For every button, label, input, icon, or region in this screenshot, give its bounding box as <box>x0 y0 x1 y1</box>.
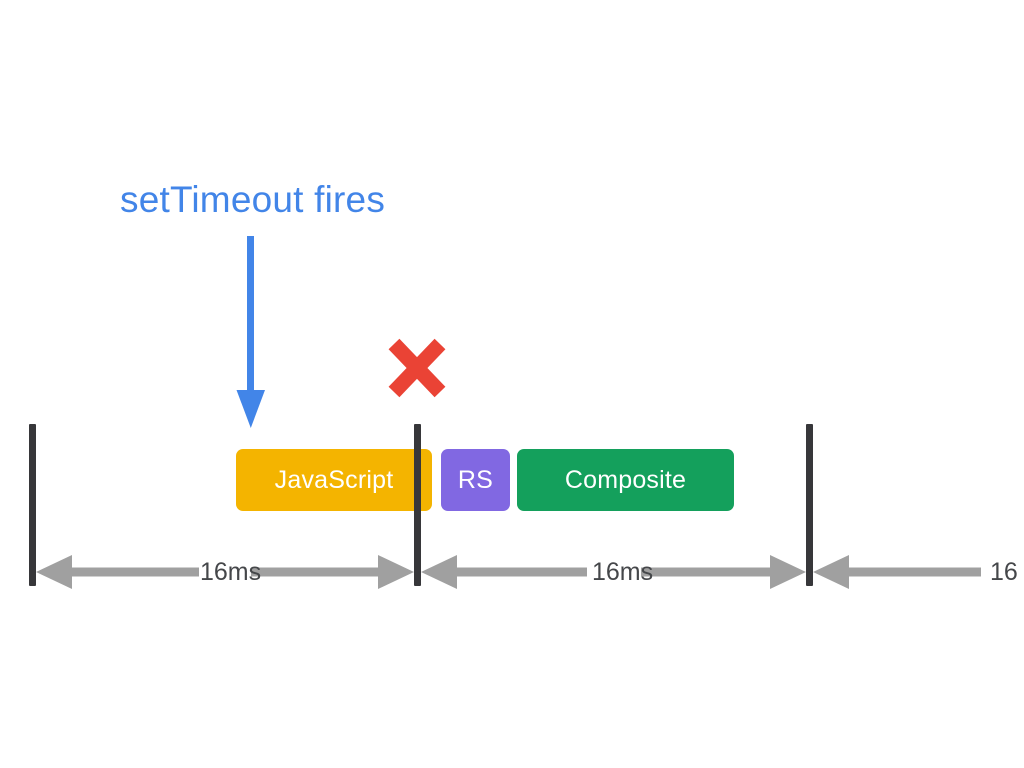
task-bar-composite: Composite <box>517 449 734 511</box>
task-bar-javascript: JavaScript <box>236 449 432 511</box>
down-arrow-icon <box>232 236 272 428</box>
red-x-icon <box>385 337 449 399</box>
annotation-label-settimeout: setTimeout fires <box>120 179 386 220</box>
duration-label-2: 16 <box>990 558 1018 586</box>
frame-boundary-tick-0 <box>29 424 36 586</box>
frame-boundary-tick-1 <box>414 424 421 586</box>
duration-label-1: 16ms <box>592 558 654 586</box>
duration-arrow-2 <box>813 552 1024 592</box>
task-bar-rs: RS <box>441 449 510 511</box>
duration-arrow-0 <box>36 552 414 592</box>
frame-boundary-tick-2 <box>806 424 813 586</box>
duration-label-0: 16ms <box>200 558 262 586</box>
duration-arrow-1 <box>421 552 806 592</box>
